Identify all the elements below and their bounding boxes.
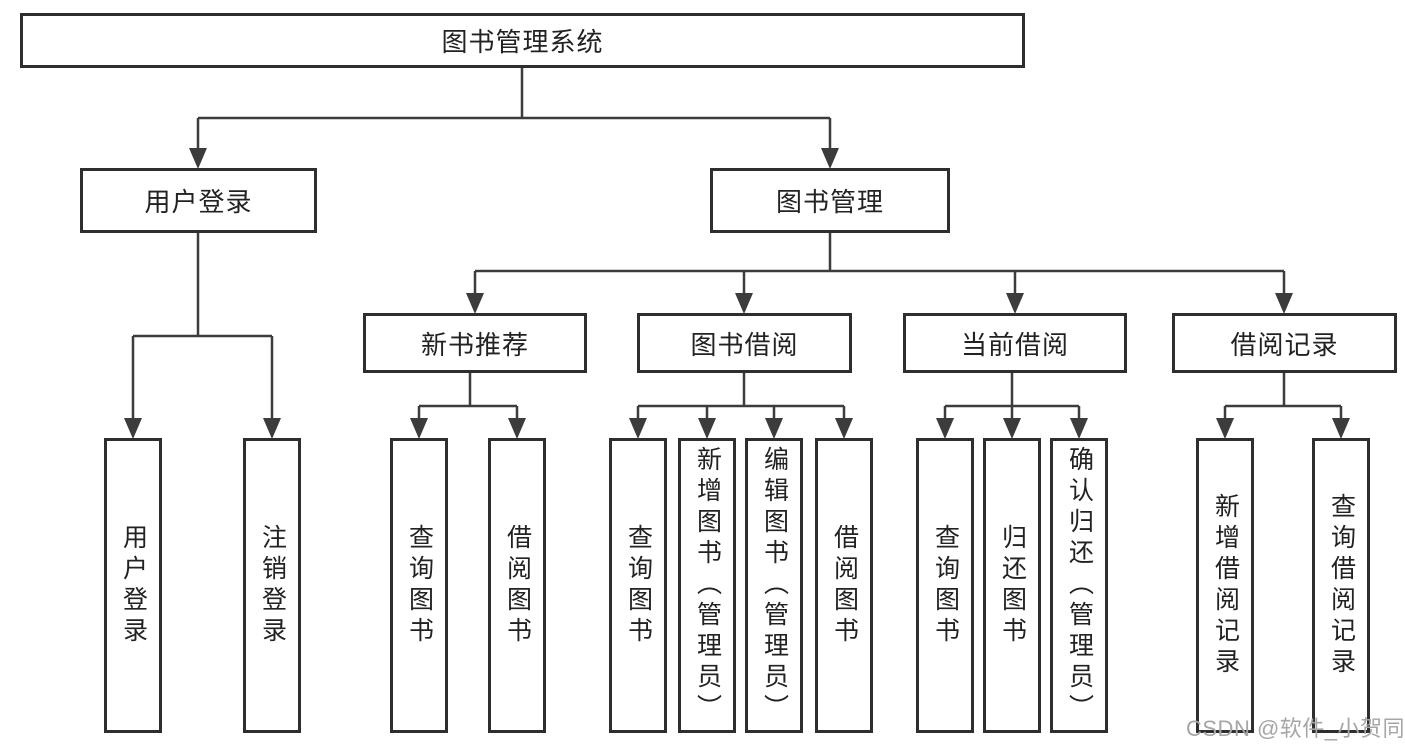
node-leaf-borrow-book: 借阅图书 [815,438,873,733]
node-leaf-add-borrow-record: 新增借阅记录 [1196,438,1254,733]
node-leaf-search-borrow-record: 查询借阅记录 [1312,438,1370,733]
leaf-label: 借阅图书 [503,523,532,648]
leaf-label: 查询借阅记录 [1327,492,1356,679]
leaf-label: 查询图书 [931,523,960,648]
leaf-label: 归还图书 [998,523,1027,648]
node-leaf-return-book: 归还图书 [983,438,1041,733]
node-book-borrowing: 图书借阅 [637,313,852,373]
node-leaf-recommend-borrow-book: 借阅图书 [488,438,546,733]
node-borrow-records: 借阅记录 [1172,313,1397,373]
node-leaf-user-login: 用户登录 [104,438,162,733]
node-leaf-edit-book-admin: 编辑图书（管理员） [745,438,803,733]
node-leaf-confirm-return-admin: 确认归还（管理员） [1050,438,1108,733]
leaf-label: 用户登录 [119,523,148,648]
node-leaf-logout: 注销登录 [243,438,301,733]
leaf-label: 新增借阅记录 [1211,492,1240,679]
leaf-label: 新增图书（管理员） [693,446,722,725]
node-library-system: 图书管理系统 [20,13,1025,68]
leaf-label: 借阅图书 [830,523,859,648]
leaf-label: 注销登录 [258,523,287,648]
node-current-borrowing: 当前借阅 [903,313,1127,373]
node-leaf-add-book-admin: 新增图书（管理员） [678,438,736,733]
node-leaf-recommend-search-book: 查询图书 [390,438,448,733]
node-new-book-recommend: 新书推荐 [363,313,587,373]
leaf-label: 确认归还（管理员） [1065,446,1094,725]
node-leaf-borrowing-search-book: 查询图书 [609,438,667,733]
node-user-login: 用户登录 [80,168,317,233]
node-leaf-current-search-book: 查询图书 [916,438,974,733]
csdn-watermark: CSDN @软件_小贺同学 [1186,716,1405,741]
leaf-label: 查询图书 [624,523,653,648]
node-book-management: 图书管理 [710,168,950,233]
leaf-label: 查询图书 [405,523,434,648]
leaf-label: 编辑图书（管理员） [760,446,789,725]
